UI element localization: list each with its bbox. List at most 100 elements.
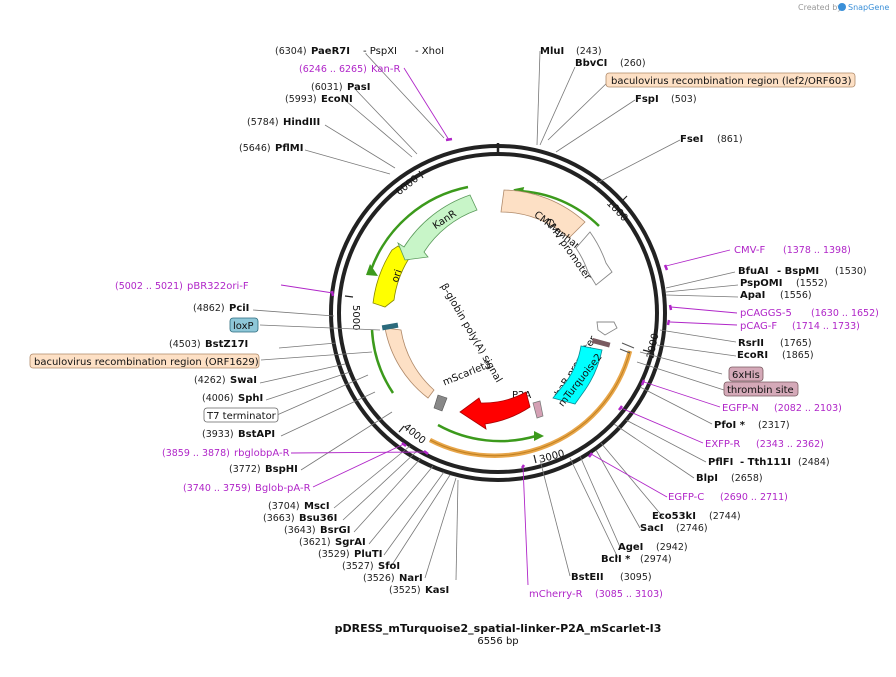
- enzyme-name[interactable]: PaeR7I: [311, 46, 350, 57]
- boxed-feature-loxp[interactable]: loxP: [229, 317, 259, 333]
- loxp-inner-mark: [381, 322, 399, 331]
- primer-cmv-f[interactable]: CMV-F: [734, 245, 765, 256]
- primer-egfp-c[interactable]: EGFP-C: [668, 492, 704, 503]
- enzyme-name[interactable]: ApaI: [740, 290, 765, 301]
- enzyme-pos: (3095): [620, 572, 652, 583]
- enzyme-name[interactable]: PflFI: [708, 457, 733, 468]
- primer-exfp-r[interactable]: EXFP-R: [705, 439, 740, 450]
- enzyme-name[interactable]: BclI *: [601, 554, 631, 565]
- boxed-feature-thrombin[interactable]: thrombin site: [723, 381, 799, 397]
- enzyme-pos: (861): [717, 134, 743, 145]
- enzyme-pos: (3704): [268, 501, 300, 512]
- primer-pcaggs-5[interactable]: pCAGGS-5: [740, 308, 792, 319]
- arc-head-kanr-icon: [366, 264, 378, 276]
- boxed-feature-lef2[interactable]: baculovirus recombination region (lef2/O…: [605, 72, 856, 88]
- enzyme-name[interactable]: BstZ17I: [205, 339, 248, 350]
- enzyme-pos: (3933): [202, 429, 234, 440]
- enzyme-name[interactable]: PasI: [347, 82, 370, 93]
- tick-2000: 2000: [645, 332, 661, 359]
- enzyme-name[interactable]: SacI: [640, 523, 664, 534]
- boxed-feature-orf1629[interactable]: baculovirus recombination region (ORF162…: [29, 353, 260, 369]
- enzyme-name[interactable]: BspHI: [265, 464, 298, 475]
- enzyme-pos: (3525): [389, 585, 421, 596]
- primer-egfp-n[interactable]: EGFP-N: [722, 403, 759, 414]
- enzyme-name[interactable]: Eco53kI: [652, 511, 696, 522]
- kanr-feature[interactable]: [397, 194, 478, 261]
- enzyme-name[interactable]: SgrAI: [335, 537, 366, 548]
- cmv-promoter-feature[interactable]: [575, 231, 613, 286]
- enzyme-name[interactable]: - PspXI: [363, 46, 397, 57]
- mscarlet3-feature[interactable]: [459, 391, 531, 430]
- created-by-text: Created by: [798, 3, 842, 12]
- enzyme-pos: (1530): [835, 266, 867, 277]
- enzyme-pos: (3772): [229, 464, 261, 475]
- primer-pos: (5002 .. 5021): [115, 281, 183, 292]
- enzyme-name[interactable]: Bsu36I: [299, 513, 337, 524]
- enzyme-name[interactable]: PspOMI: [740, 278, 782, 289]
- enzyme-name[interactable]: BsrGI: [320, 525, 350, 536]
- enzyme-name[interactable]: PfoI *: [714, 420, 746, 431]
- enzyme-name[interactable]: FspI: [635, 94, 659, 105]
- snapgene-logo-icon: [838, 3, 846, 11]
- enzyme-name[interactable]: KasI: [425, 585, 449, 596]
- enzyme-name[interactable]: RsrII: [738, 338, 764, 349]
- enzyme-pos: (1765): [780, 338, 812, 349]
- enzyme-name[interactable]: - Tth111I: [740, 457, 791, 468]
- primer-pcag-f[interactable]: pCAG-F: [740, 321, 777, 332]
- small-linker-feature: [433, 394, 448, 412]
- his-tag-mark: [591, 338, 611, 348]
- plasmid-title: pDRESS_mTurquoise2_spatial-linker-P2A_mS…: [335, 622, 662, 635]
- enzyme-pos: (1556): [780, 290, 812, 301]
- cmv-enhancer-feature[interactable]: [500, 189, 586, 239]
- enzyme-pos: (2484): [798, 457, 830, 468]
- enzyme-name[interactable]: - BspMI: [777, 266, 819, 277]
- enzyme-name[interactable]: NarI: [399, 573, 423, 584]
- enzyme-name[interactable]: BstEII: [571, 572, 604, 583]
- plasmid-size: 6556 bp: [477, 636, 518, 647]
- primer-pos: (2082 .. 2103): [774, 403, 842, 414]
- primer-mcherry-r[interactable]: mCherry-R: [529, 589, 583, 600]
- rhab-promoter-feature[interactable]: [596, 321, 618, 336]
- primer-pbr322ori-f[interactable]: pBR322ori-F: [187, 281, 249, 292]
- snapgene-brand-text: SnapGene: [848, 3, 889, 12]
- enzyme-name[interactable]: PluTI: [354, 549, 382, 560]
- thrombin-label: thrombin site: [727, 385, 794, 396]
- enzyme-name[interactable]: HindIII: [283, 117, 320, 128]
- primer-pos: (1378 .. 1398): [783, 245, 851, 256]
- left-enzymes: (6304) PaeR7I - PspXI - XhoI (6031) PasI…: [169, 46, 449, 596]
- enzyme-name[interactable]: SphI: [238, 393, 263, 404]
- enzyme-name[interactable]: EcoNI: [321, 94, 353, 105]
- primer-pos: (1714 .. 1733): [792, 321, 860, 332]
- enzyme-name[interactable]: FseI: [680, 134, 703, 145]
- boxed-feature-his[interactable]: 6xHis: [728, 366, 764, 382]
- enzyme-name[interactable]: PflMI: [275, 143, 303, 154]
- enzyme-name[interactable]: EcoRI: [737, 350, 768, 361]
- enzyme-name[interactable]: MluI: [540, 46, 564, 57]
- boxed-feature-t7[interactable]: T7 terminator: [203, 407, 279, 423]
- enzyme-pos: (4503): [169, 339, 201, 350]
- primer-rbglobpa-r[interactable]: rbglobpA-R: [234, 448, 290, 459]
- p2a-feature[interactable]: [532, 400, 544, 419]
- enzyme-name[interactable]: SfoI: [378, 561, 400, 572]
- enzyme-pos: (1552): [796, 278, 828, 289]
- enzyme-name[interactable]: - XhoI: [415, 46, 444, 57]
- primer-kan-r[interactable]: Kan-R: [371, 64, 400, 75]
- enzyme-pos: (2746): [676, 523, 708, 534]
- right-enzymes: MluI (243) BbvCI (260) FspI (503) FseI (…: [540, 46, 867, 583]
- enzyme-name[interactable]: AgeI: [618, 542, 643, 553]
- enzyme-name[interactable]: PciI: [229, 303, 249, 314]
- enzyme-name[interactable]: BfuAI: [738, 266, 769, 277]
- enzyme-pos: (5784): [247, 117, 279, 128]
- enzyme-pos: (2658): [731, 473, 763, 484]
- enzyme-name[interactable]: MscI: [304, 501, 330, 512]
- primer-pos: (3085 .. 3103): [595, 589, 663, 600]
- his-label: 6xHis: [732, 370, 760, 381]
- enzyme-pos: (2942): [656, 542, 688, 553]
- enzyme-name[interactable]: BlpI: [696, 473, 718, 484]
- enzyme-name[interactable]: BbvCI: [575, 58, 607, 69]
- enzyme-name[interactable]: BstAPI: [238, 429, 275, 440]
- beta-globin-polya-feature[interactable]: [384, 327, 435, 399]
- enzyme-name[interactable]: SwaI: [230, 375, 257, 386]
- primer-bglob-pa-r[interactable]: Bglob-pA-R: [255, 483, 311, 494]
- mturquoise2-feature[interactable]: [552, 345, 603, 405]
